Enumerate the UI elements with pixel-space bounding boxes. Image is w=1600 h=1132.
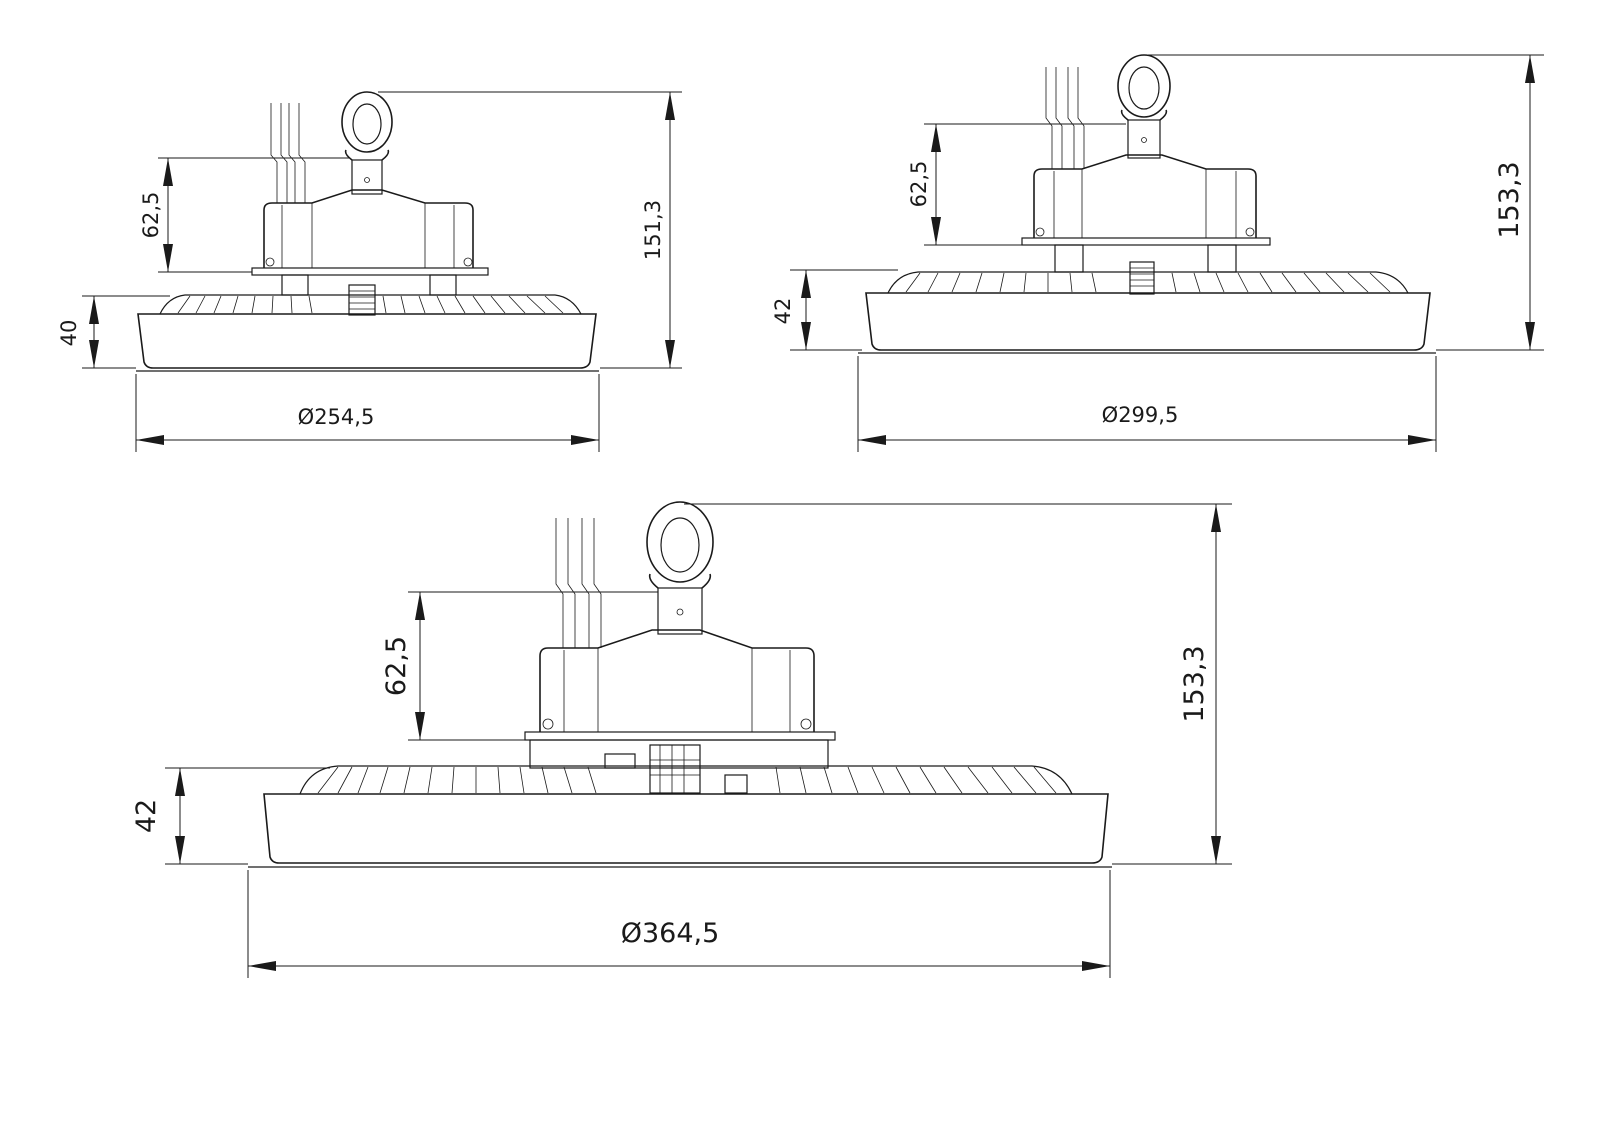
dim-label-small-diameter: Ø254,5 [298,405,375,429]
dim-small-diameter: Ø254,5 [135,374,600,452]
dim-large-total-height: 153,3 [684,503,1232,865]
lamp-medium-fins [887,271,1409,294]
lamp-small-cables [270,103,306,203]
lamp-large-eyebolt [646,501,714,583]
lamp-small-fins [159,294,582,315]
dim-medium-total-height: 153,3 [1148,54,1544,351]
lamp-large-cables [555,518,602,648]
dim-label-small-box: 62,5 [139,192,163,239]
dim-label-large-total: 153,3 [1179,645,1210,722]
dim-small-total-height: 151,3 [378,91,682,369]
lamp-small-base [137,313,597,369]
dim-medium-diameter: Ø299,5 [857,356,1437,452]
dim-large-box-height: 62,5 [381,591,658,741]
lamp-small-eyebolt [344,149,390,161]
dim-label-large-diameter: Ø364,5 [621,918,720,949]
lamp-medium-eyebolt [1117,54,1171,118]
dim-label-small-base: 40 [57,320,81,347]
dim-label-medium-diameter: Ø299,5 [1102,403,1179,427]
lamp-medium: 62,5 153,3 42 Ø299,5 [771,54,1544,452]
lamp-medium-driver-box [1033,154,1257,238]
dim-medium-base-height: 42 [771,269,898,351]
lamp-large-base [263,793,1109,864]
dim-label-large-base: 42 [131,799,162,833]
lamp-small: 62,5 151,3 40 Ø254,5 [57,91,682,452]
lamp-large-driver-box [539,629,815,732]
dim-medium-box-height: 62,5 [907,123,1126,246]
lamp-small-driver-box [263,189,474,268]
lamp-large-fins [299,765,1073,795]
dim-label-medium-box: 62,5 [907,161,931,208]
dim-small-box-height: 62,5 [139,157,350,273]
dim-large-diameter: Ø364,5 [247,870,1111,978]
dim-label-large-box: 62,5 [381,636,412,696]
dim-small-base-height: 40 [57,295,170,369]
dim-large-base-height: 42 [131,767,330,865]
lamp-large: 62,5 153,3 42 Ø364,5 [131,501,1232,978]
dim-label-medium-total: 153,3 [1494,161,1525,238]
lamp-medium-base [865,292,1431,351]
dim-label-small-total: 151,3 [641,200,665,260]
lamp-medium-cables [1045,67,1085,169]
dim-label-medium-base: 42 [771,298,795,325]
